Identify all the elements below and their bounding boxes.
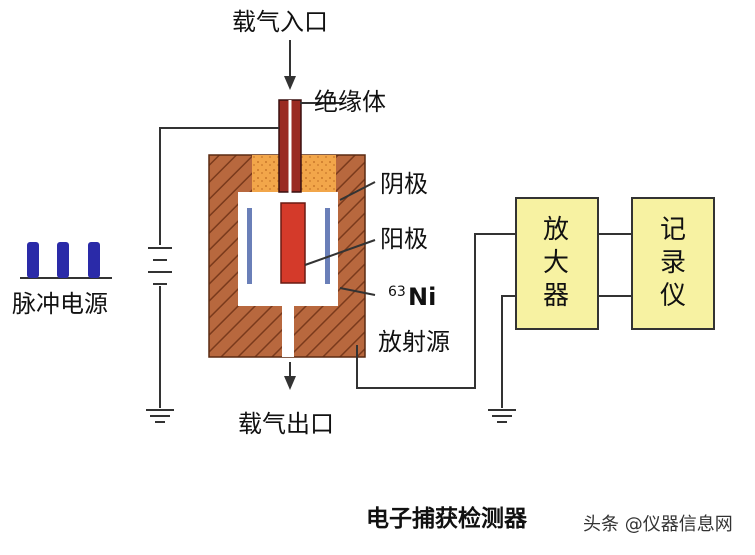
amplifier-char-1: 放 [543, 215, 569, 245]
inlet-arrow-head-icon [284, 76, 296, 90]
amplifier-char-2: 大 [543, 248, 569, 278]
amp-ground-wire [501, 295, 516, 408]
outlet-channel [282, 306, 294, 357]
amplifier-char-3: 器 [543, 281, 569, 311]
pulse-power-label: 脉冲电源 [12, 290, 108, 318]
cathode-leader [339, 181, 376, 201]
anode-leader [304, 239, 376, 266]
amplifier-box [515, 197, 599, 330]
right-ground-icon [488, 409, 516, 423]
radiation-source-label: 放射源 [378, 328, 450, 356]
diagram-title: 电子捕获检测器 [366, 505, 528, 532]
left-ground-icon [146, 409, 174, 423]
watermark-text: 头条 @仪器信息网 [583, 514, 733, 535]
outlet-arrow-head-icon [284, 376, 296, 390]
insulator-label: 绝缘体 [314, 88, 386, 116]
cathode-left [247, 208, 252, 284]
recorder-char-3: 仪 [660, 281, 686, 311]
gas-outlet-label: 载气出口 [238, 410, 334, 438]
signal-wire [356, 233, 516, 389]
recorder-box [631, 197, 715, 330]
left-wire-top [159, 127, 279, 245]
source-leader [339, 287, 376, 296]
cathode-right [325, 208, 330, 284]
anode-electrode [280, 202, 306, 284]
cathode-label: 阴极 [380, 170, 428, 198]
gas-inlet-label: 载气入口 [232, 8, 328, 36]
recorder-char-1: 记 [660, 215, 686, 245]
pulse-wave-icon [20, 242, 112, 279]
isotope-element-label: Ni [408, 283, 436, 311]
recorder-char-2: 录 [660, 248, 686, 278]
anode-label: 阳极 [380, 225, 428, 253]
isotope-mass-label: 63 [388, 284, 406, 300]
